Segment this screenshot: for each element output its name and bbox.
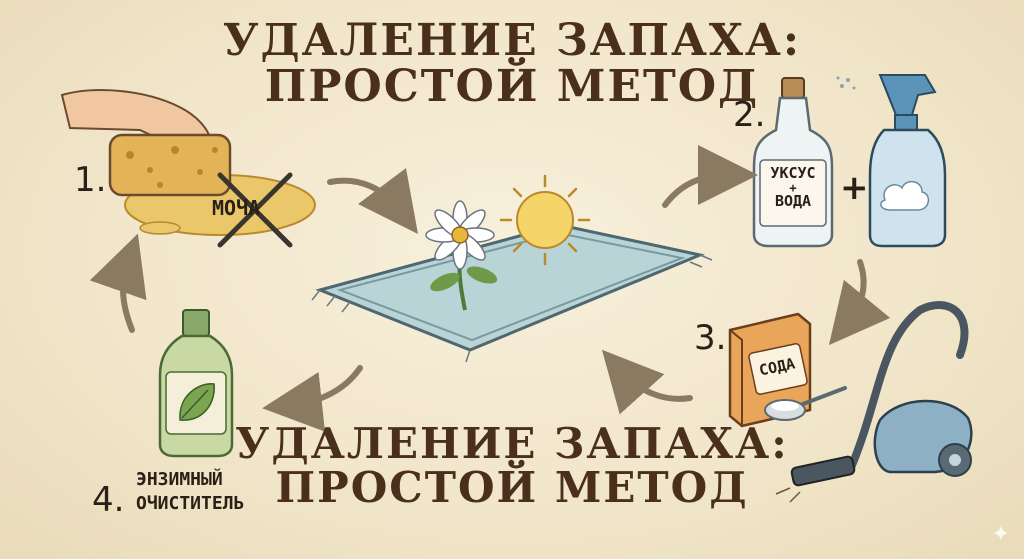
- spray-bottle-icon: [836, 74, 947, 248]
- step1-illustration: [60, 89, 316, 248]
- step-4-label-line-1: ЭНЗИМНЫЙ: [136, 469, 223, 490]
- arrow-2-to-3: [828, 259, 891, 346]
- step-2-bottle-label: УКСУС + ВОДА: [760, 164, 826, 211]
- arrow-1-to-rug: [327, 167, 419, 234]
- sparkle-icon: ✦: [991, 522, 1010, 547]
- step-3-number: 3.: [694, 318, 727, 358]
- step-4-label-line-2: ОЧИСТИТЕЛЬ: [136, 493, 245, 515]
- title-line-2: ПРОСТОЙ МЕТОД: [264, 61, 760, 113]
- bottle-label-line-1: УКСУС: [770, 164, 816, 182]
- arrow-rug-to-2: [662, 145, 758, 208]
- step-4-label: ЭНЗИМНЫЙ ОЧИСТИТЕЛЬ: [136, 468, 244, 517]
- step4-illustration: [158, 309, 234, 458]
- arrow-4-to-1: [89, 233, 147, 333]
- rug-illustration: [311, 174, 713, 363]
- plus-sign: +: [840, 168, 869, 208]
- step-2-number: 2.: [733, 95, 766, 135]
- step-1-number: 1.: [74, 160, 107, 200]
- diagram-title-repeat: УДАЛЕНИЕ ЗАПАХА: ПРОСТОЙ МЕТОД: [0, 419, 1024, 513]
- rug: [315, 223, 706, 352]
- title-line-1: УДАЛЕНИЕ ЗАПАХА:: [222, 15, 802, 66]
- step3-illustration: [728, 301, 973, 503]
- sun-icon: [499, 174, 591, 266]
- step-1-label: МОЧА: [212, 196, 261, 220]
- bottle-label-line-2: ВОДА: [774, 192, 812, 211]
- arrow-3-to-rug: [601, 349, 693, 415]
- cross-out-icon: [217, 172, 293, 248]
- flow-arrows: [89, 145, 891, 432]
- step-4-number: 4.: [92, 480, 125, 520]
- title-repeat-line-2: ПРОСТОЙ МЕТОД: [275, 463, 749, 513]
- diagram-title: УДАЛЕНИЕ ЗАПАХА: ПРОСТОЙ МЕТОД: [0, 15, 1024, 113]
- bottle-label-plus: +: [789, 180, 797, 195]
- vacuum-cleaner-icon: [775, 301, 973, 503]
- sponge-icon: [108, 133, 232, 197]
- spoon-icon: [764, 386, 847, 421]
- soda-box-icon: [728, 312, 812, 428]
- arrow-rug-to-4: [262, 365, 363, 432]
- flower-icon: [425, 200, 495, 270]
- vinegar-bottle-icon: [752, 77, 834, 248]
- step2-illustration: [752, 74, 947, 248]
- title-repeat-line-1: УДАЛЕНИЕ ЗАПАХА:: [235, 419, 789, 468]
